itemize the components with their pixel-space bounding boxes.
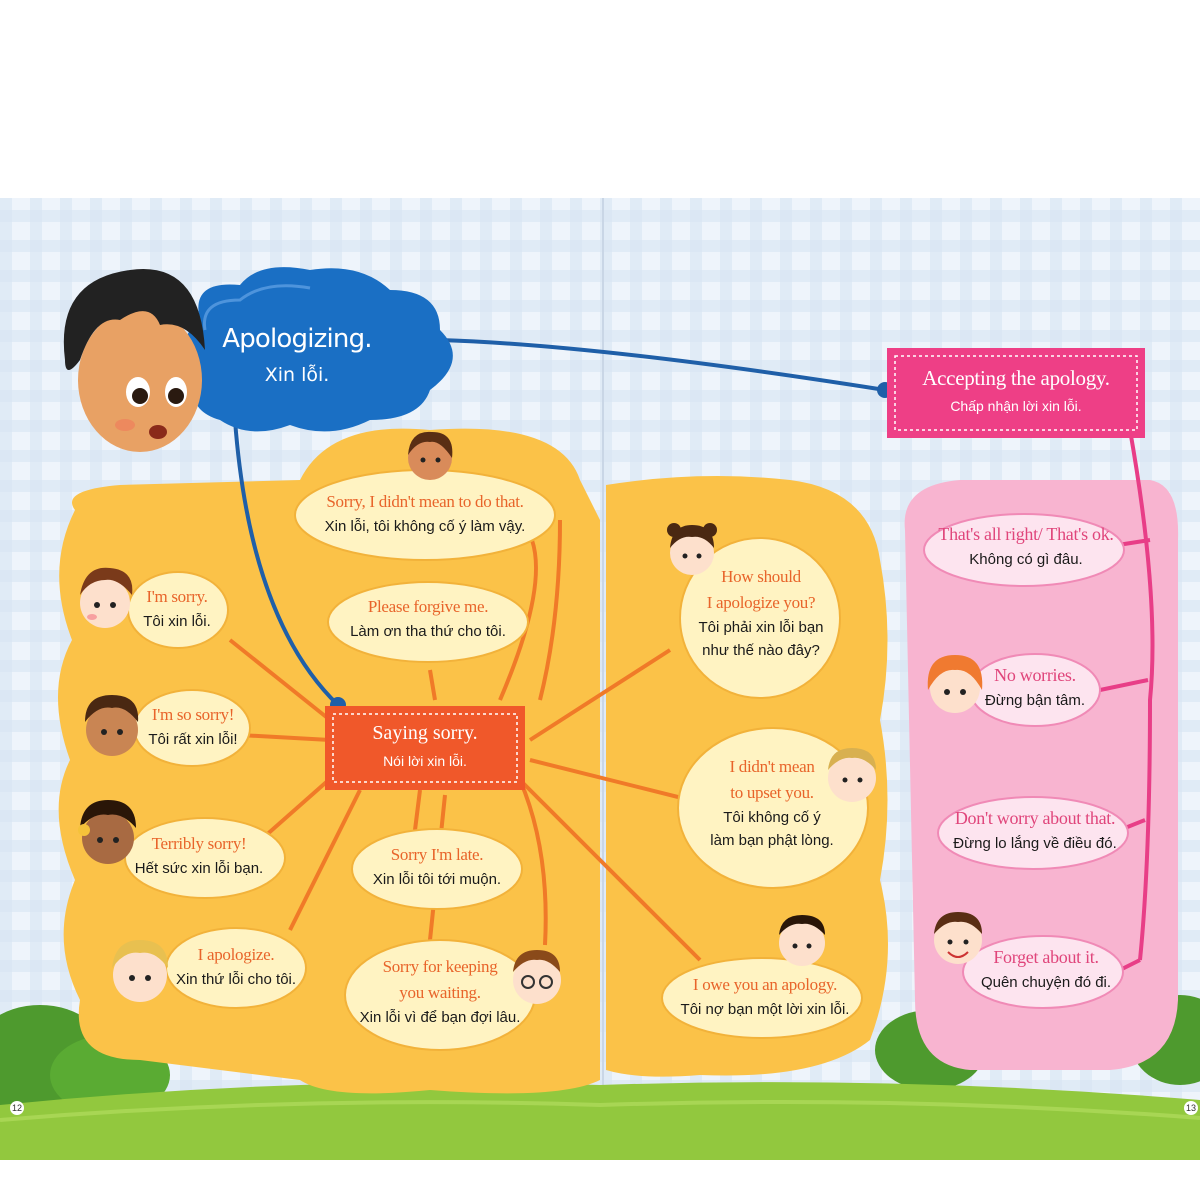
phrase-so-sorry: I'm so sorry! Tôi rất xin lỗi! — [148, 705, 238, 748]
bubble-all-right — [923, 513, 1125, 587]
phrase-forgive-me: Please forgive me. Làm ơn tha thứ cho tô… — [350, 597, 506, 640]
bubble-owe-apology — [661, 957, 863, 1039]
blue-connectors — [233, 338, 886, 707]
phrase-forget-it: Forget about it. Quên chuyện đó đi. — [980, 947, 1112, 991]
bubble-how-apologize — [679, 537, 841, 699]
phrase-all-right: That's all right/ That's ok. Không có gì… — [938, 524, 1114, 568]
blond-boy-face-icon-right — [828, 748, 876, 802]
ponytail-girl-face-icon-left — [80, 567, 133, 628]
blond-boy-face-icon — [112, 940, 168, 1002]
saying-sorry-heading-en: Saying sorry. — [372, 722, 478, 744]
curly-boy-face-icon — [85, 695, 139, 756]
curly-girl-face-icon — [78, 800, 136, 864]
bubble-terribly-sorry — [124, 817, 286, 899]
redhead-girl-face-icon — [927, 655, 983, 713]
ponytail-girl-face-icon — [667, 523, 717, 575]
title-cloud — [183, 267, 453, 432]
accept-bubbles — [923, 513, 1129, 1009]
phrase-im-sorry: I'm sorry. Tôi xin lỗi. — [143, 587, 211, 630]
phrase-didnt-mean-that: Sorry, I didn't mean to do that. Xin lỗi… — [324, 492, 526, 535]
saying-sorry-box — [325, 706, 525, 790]
phrase-dont-worry: Don't worry about that. Đừng lo lắng về … — [953, 808, 1117, 852]
bushes — [0, 995, 1200, 1115]
boy-face-icon-small — [934, 912, 982, 964]
phrase-terribly-sorry: Terribly sorry! Hết sức xin lỗi bạn. — [134, 834, 264, 877]
phrase-i-apologize: I apologize. Xin thứ lỗi cho tôi. — [175, 945, 297, 988]
phrase-keeping-waiting: Sorry for keeping you waiting. Xin lỗi v… — [359, 957, 521, 1026]
grass-ground — [0, 1082, 1200, 1160]
phrase-didnt-upset: I didn't mean to upset you. Tôi không cố… — [710, 757, 834, 849]
smiling-boy-face-icon — [779, 915, 825, 966]
accepting-box — [887, 348, 1145, 438]
bubble-forget-it — [962, 935, 1124, 1009]
girl-face-icon — [408, 431, 453, 480]
title-en: Apologizing. — [222, 324, 372, 354]
boy-face-icon — [63, 269, 205, 452]
phrase-no-worries: No worries. Đừng bận tâm. — [984, 665, 1086, 709]
glasses-boy-face-icon — [513, 950, 561, 1004]
accepting-heading-vi: Chấp nhận lời xin lỗi. — [950, 398, 1082, 414]
bubble-forgive-me — [327, 581, 529, 663]
phrase-bubbles — [124, 469, 869, 1051]
phrase-owe-apology: I owe you an apology. Tôi nợ bạn một lời… — [680, 975, 850, 1018]
page-number-right: 13 — [1184, 1101, 1198, 1115]
phrase-sorry-late: Sorry I'm late. Xin lỗi tôi tới muộn. — [372, 845, 502, 888]
pink-connectors — [1099, 429, 1155, 977]
bubble-didnt-upset — [677, 727, 869, 889]
saying-sorry-heading-vi: Nói lời xin lỗi. — [383, 753, 467, 769]
bubble-sorry-late — [351, 828, 523, 910]
title-vi: Xin lỗi. — [264, 364, 330, 386]
bubble-dont-worry — [937, 796, 1129, 870]
phrase-how-apologize: How should I apologize you? Tôi phải xin… — [698, 567, 824, 659]
orange-connectors — [228, 518, 702, 962]
page-number-left: 12 — [10, 1101, 24, 1115]
accepting-heading-en: Accepting the apology. — [922, 366, 1110, 390]
